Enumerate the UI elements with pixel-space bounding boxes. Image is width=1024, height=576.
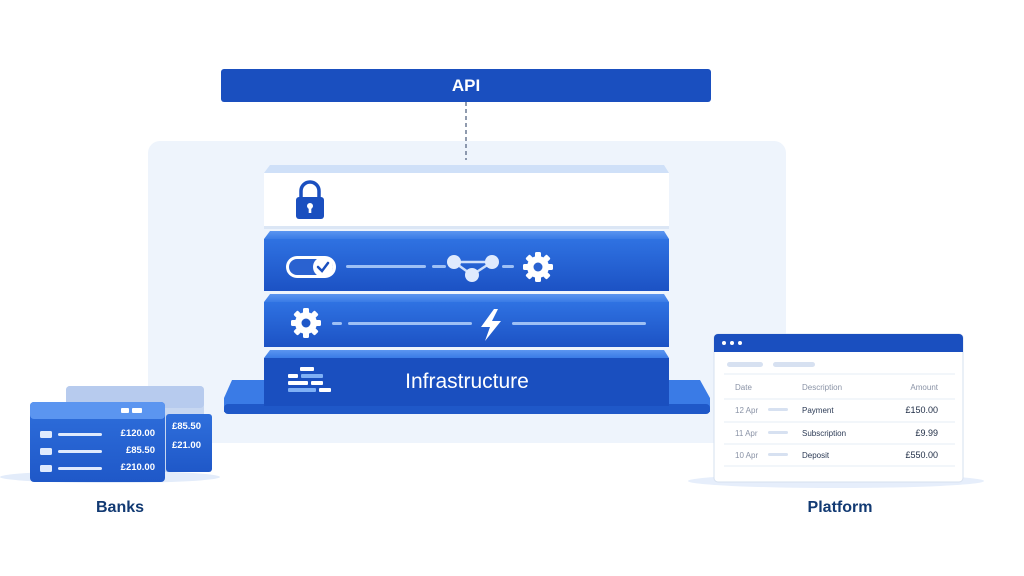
row-amount: £9.99 [915,428,938,438]
window-dot-icon [722,341,726,345]
workflow-layer [264,231,669,291]
list-bars-icon [288,367,331,392]
gear-icon [523,252,553,282]
toggle-check-icon [286,256,336,278]
bank-amount: £120.00 [120,428,155,439]
table-header-description: Description [802,383,843,392]
gear-icon [291,308,321,338]
row-amount: £550.00 [905,450,938,460]
bank-amount: £85.50 [171,421,201,432]
api-label: API [451,76,481,95]
infrastructure-label: Infrastructure [405,370,529,393]
bank-amount: £210.00 [120,462,155,473]
processing-layer [264,294,669,347]
banks-illustration [0,386,220,483]
table-header-date: Date [735,383,752,392]
bank-card-front [30,402,165,482]
bank-amount: £21.00 [171,440,201,451]
window-dot-icon [730,341,734,345]
row-description: Payment [802,406,834,415]
window-dot-icon [738,341,742,345]
row-date: 11 Apr [735,429,758,438]
platform-caption: Platform [807,499,873,516]
api-bar [221,69,711,102]
row-date: 10 Apr [735,451,759,460]
bank-amount: £85.50 [125,445,155,456]
network-nodes-icon [447,255,499,282]
row-date: 12 Apr [735,406,759,415]
row-description: Deposit [802,451,830,460]
table-header-amount: Amount [910,383,938,392]
infrastructure-layer [264,350,669,406]
row-amount: £150.00 [905,405,938,415]
lock-icon [296,180,324,219]
row-description: Subscription [802,429,847,438]
banks-caption: Banks [95,499,145,516]
security-layer [264,165,669,229]
platform-window [688,333,984,488]
lightning-icon [481,309,501,341]
